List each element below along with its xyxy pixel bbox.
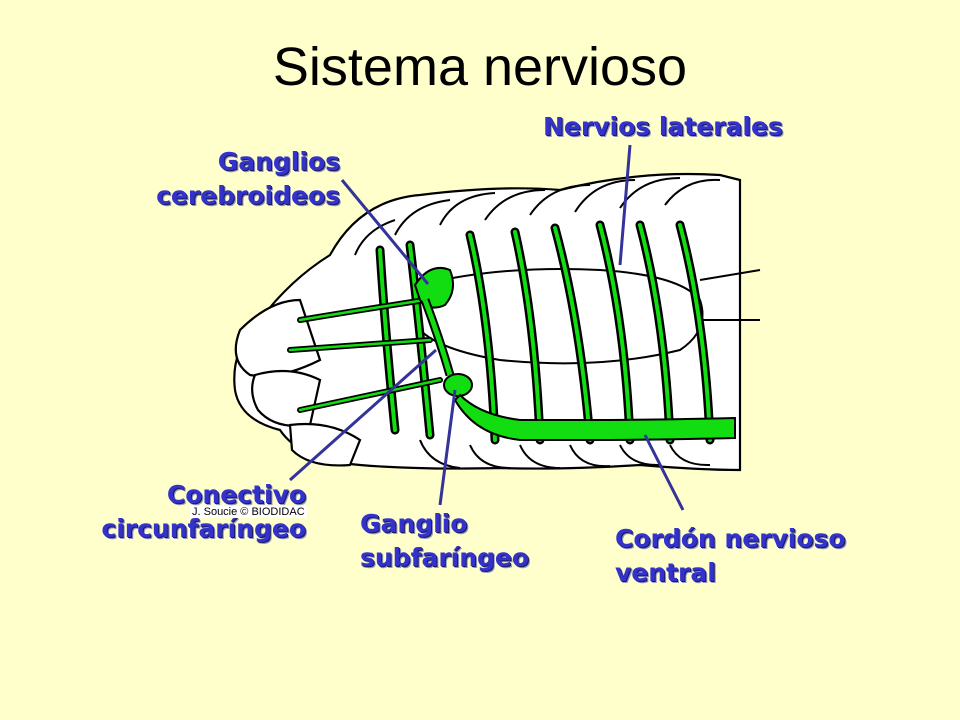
image-credit: J. Soucie © BIODIDAC (190, 506, 307, 518)
subpharyngeal-ganglion (443, 373, 473, 397)
label-ganglio-subfaringeo: Ganglio subfaríngeo (360, 507, 529, 575)
lateral-nerves (375, 220, 715, 445)
label-cordon-line1: Cordón nervioso (615, 524, 846, 553)
label-conectivo-line2: circunfaríngeo (101, 513, 306, 543)
segment-lines (354, 177, 761, 469)
ventral-nerve-cord (453, 393, 736, 441)
label-ganglios-line2: cerebroideos (156, 180, 340, 210)
leader-conectivo (289, 348, 437, 482)
label-cordon-line2: ventral (615, 557, 716, 587)
leader-ganglios-cerebroideos (340, 179, 430, 285)
leader-ganglio-subfaringeo (438, 389, 457, 506)
leader-cordon-ventral (643, 434, 685, 511)
label-ganglio-line2: subfaríngeo (360, 542, 530, 572)
central-nerve-structures (413, 266, 736, 441)
head-nerves (287, 297, 443, 413)
leader-nervios-laterales (618, 144, 632, 266)
label-ganglios-cerebroideos: Ganglios cerebroideos (122, 145, 340, 213)
leader-lines (289, 144, 685, 511)
label-nervios-laterales: Nervios laterales (543, 112, 783, 141)
label-conectivo-line1: Conectivo (166, 480, 306, 509)
label-conectivo-circunfaringeo: Conectivo circunfaríngeo (80, 478, 306, 546)
label-ganglio-line1: Ganglio (360, 509, 468, 538)
label-cordon-nervioso-ventral: Cordón nervioso ventral (615, 522, 846, 590)
label-ganglios-line1: Ganglios (217, 147, 340, 176)
page-title: Sistema nervioso (272, 37, 688, 97)
